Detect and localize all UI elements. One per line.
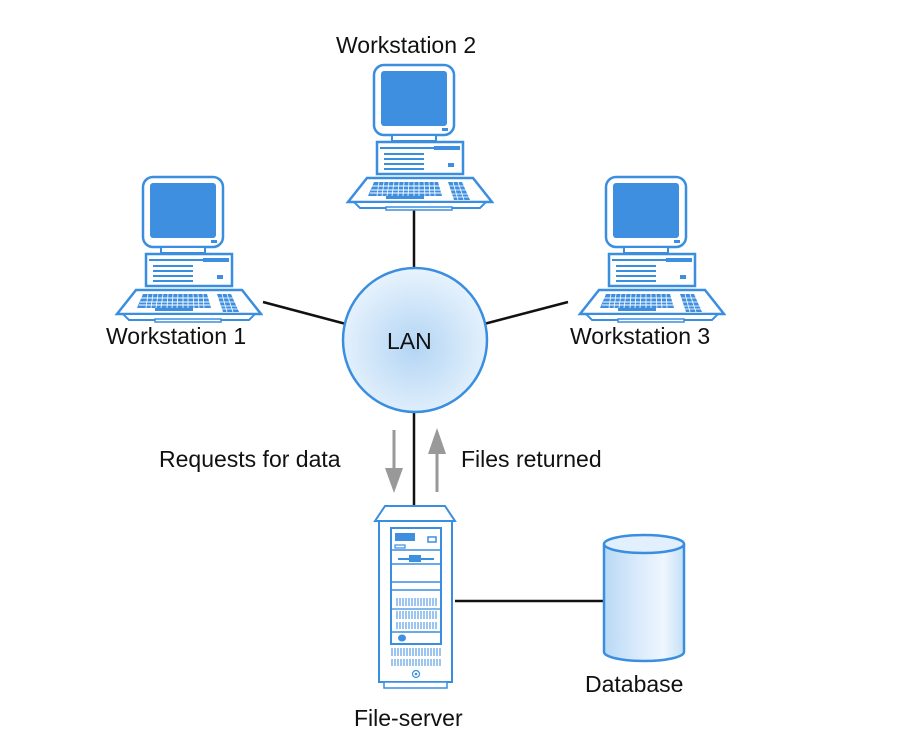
flow-arrows — [385, 428, 446, 493]
flow-files-returned-label: Files returned — [461, 446, 602, 472]
workstation-1-icon[interactable] — [115, 175, 263, 324]
workstation-3-label: Workstation 3 — [570, 323, 711, 349]
workstation-1-label: Workstation 1 — [106, 323, 247, 349]
database-icon[interactable] — [602, 533, 686, 663]
workstation-3-icon[interactable] — [578, 175, 726, 324]
edge-ws3-lan — [483, 300, 569, 326]
workstation-2-icon[interactable] — [346, 63, 494, 212]
arrow-down-icon — [385, 430, 403, 493]
arrow-up-icon — [428, 428, 446, 492]
database-label: Database — [585, 671, 684, 697]
lan-hub-icon[interactable] — [341, 266, 489, 414]
file-server-icon[interactable] — [373, 505, 457, 689]
lan-label: LAN — [387, 328, 432, 354]
flow-requests-label: Requests for data — [159, 446, 341, 472]
file-server-label: File-server — [354, 705, 463, 731]
workstation-2-label: Workstation 2 — [336, 32, 477, 58]
edge-ws1-lan — [262, 300, 347, 326]
